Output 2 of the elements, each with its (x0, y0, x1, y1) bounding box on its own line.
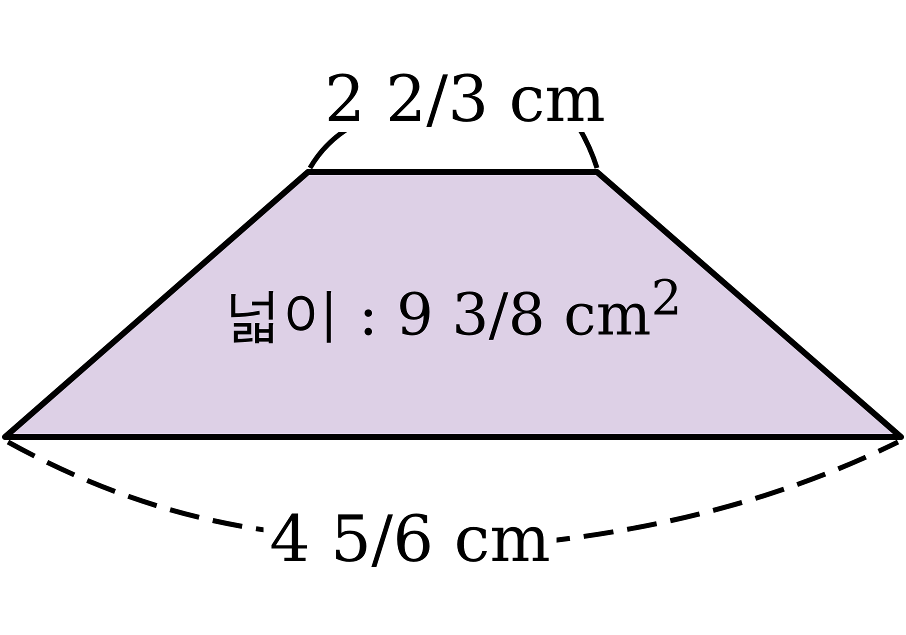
trapezoid (2, 169, 904, 440)
area-label: 넓이 : 9 3/8 cm$^{2}$ (223, 274, 683, 344)
